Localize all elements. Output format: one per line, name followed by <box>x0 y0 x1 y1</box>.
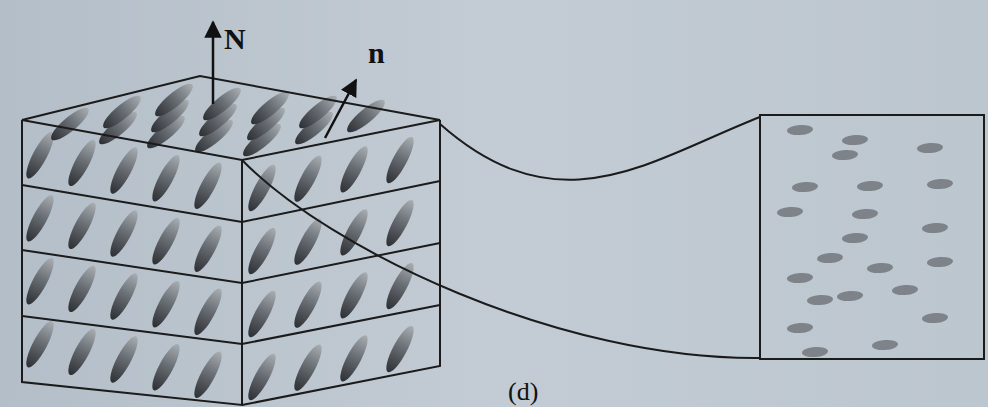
molecule <box>927 178 954 190</box>
molecule <box>336 206 373 258</box>
molecule <box>807 294 834 306</box>
molecule <box>244 351 281 403</box>
molecule <box>199 83 245 125</box>
molecule <box>148 278 185 330</box>
molecule <box>22 255 59 307</box>
molecule <box>148 341 185 393</box>
molecule <box>922 312 949 324</box>
molecule <box>244 225 281 277</box>
molecule <box>777 206 804 218</box>
molecule <box>382 134 419 186</box>
panel-label: (d) <box>508 379 538 405</box>
molecule <box>244 162 281 214</box>
molecule <box>382 323 419 375</box>
molecule <box>64 200 101 252</box>
molecule <box>867 262 894 274</box>
normal-label: N <box>224 24 246 54</box>
molecule <box>842 134 869 146</box>
molecule <box>190 223 227 275</box>
molecule <box>336 269 373 321</box>
director-arrow <box>325 80 356 138</box>
molecule <box>64 326 101 378</box>
molecule <box>247 87 293 129</box>
molecule <box>852 208 879 220</box>
zoom-molecules <box>777 124 954 358</box>
molecule <box>892 284 919 296</box>
molecule <box>22 318 59 370</box>
molecule <box>106 207 143 259</box>
molecule <box>290 152 327 204</box>
molecule <box>787 124 814 136</box>
layer-normal-arrow <box>212 22 215 104</box>
molecule <box>290 278 327 330</box>
director-label: n <box>368 38 385 68</box>
zoom-connector <box>242 117 760 358</box>
molecule <box>857 180 884 192</box>
molecule <box>244 288 281 340</box>
molecule <box>64 137 101 189</box>
molecule <box>22 192 59 244</box>
molecule <box>106 144 143 196</box>
molecule <box>148 215 185 267</box>
molecule <box>837 290 864 302</box>
molecule <box>802 346 829 358</box>
molecule <box>343 95 389 137</box>
layered-cube <box>22 76 440 405</box>
molecule <box>922 222 949 234</box>
molecule <box>336 332 373 384</box>
molecule <box>190 160 227 212</box>
molecule <box>842 232 869 244</box>
molecule <box>787 322 814 334</box>
molecule <box>832 149 859 161</box>
molecule <box>99 91 145 133</box>
zoom-box <box>760 115 984 359</box>
molecule <box>64 263 101 315</box>
molecule <box>787 272 814 284</box>
molecule <box>47 103 93 145</box>
molecule <box>872 339 899 351</box>
molecule <box>190 349 227 401</box>
molecule <box>927 256 954 268</box>
molecule <box>382 197 419 249</box>
molecule <box>148 152 185 204</box>
molecule <box>917 142 944 154</box>
molecule <box>336 143 373 195</box>
molecule <box>106 270 143 322</box>
molecule <box>290 341 327 393</box>
molecule <box>817 252 844 264</box>
molecule <box>190 286 227 338</box>
molecule <box>792 181 819 193</box>
molecule <box>106 333 143 385</box>
molecule-field <box>22 79 419 403</box>
